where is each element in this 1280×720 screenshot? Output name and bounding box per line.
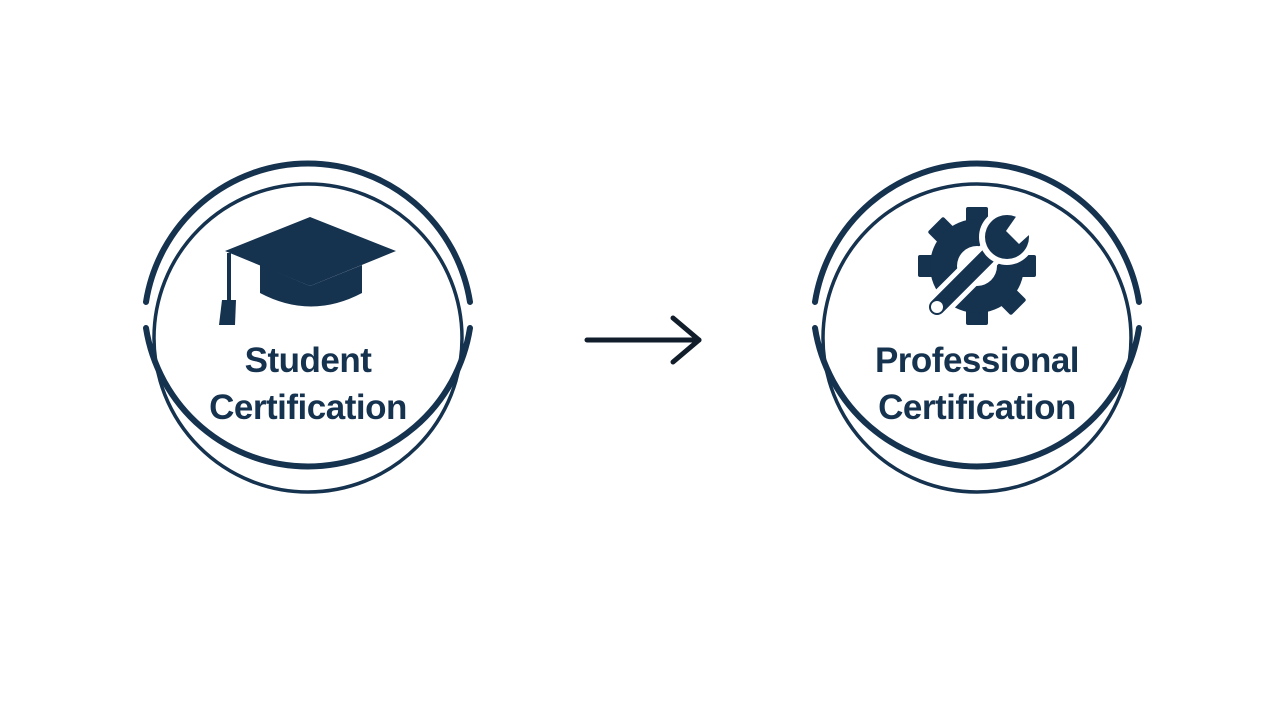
professional-badge-outer-ring (812, 160, 1142, 470)
professional-certification-badge: Professional Certification (812, 160, 1142, 494)
student-certification-badge: Student Certification (143, 160, 473, 494)
professional-badge-title: Professional (875, 341, 1079, 380)
graduation-cap-icon (219, 217, 396, 325)
gear-wrench-icon (918, 207, 1040, 325)
student-badge-subtitle: Certification (209, 388, 407, 427)
student-badge-outer-ring (143, 160, 473, 470)
student-badge-title: Student (245, 341, 373, 380)
wrench-icon (924, 209, 1040, 320)
student-badge-inner-ring (152, 182, 464, 494)
professional-badge-subtitle: Certification (878, 388, 1076, 427)
arrow-right-icon (584, 315, 702, 365)
professional-badge-inner-ring (821, 182, 1133, 494)
